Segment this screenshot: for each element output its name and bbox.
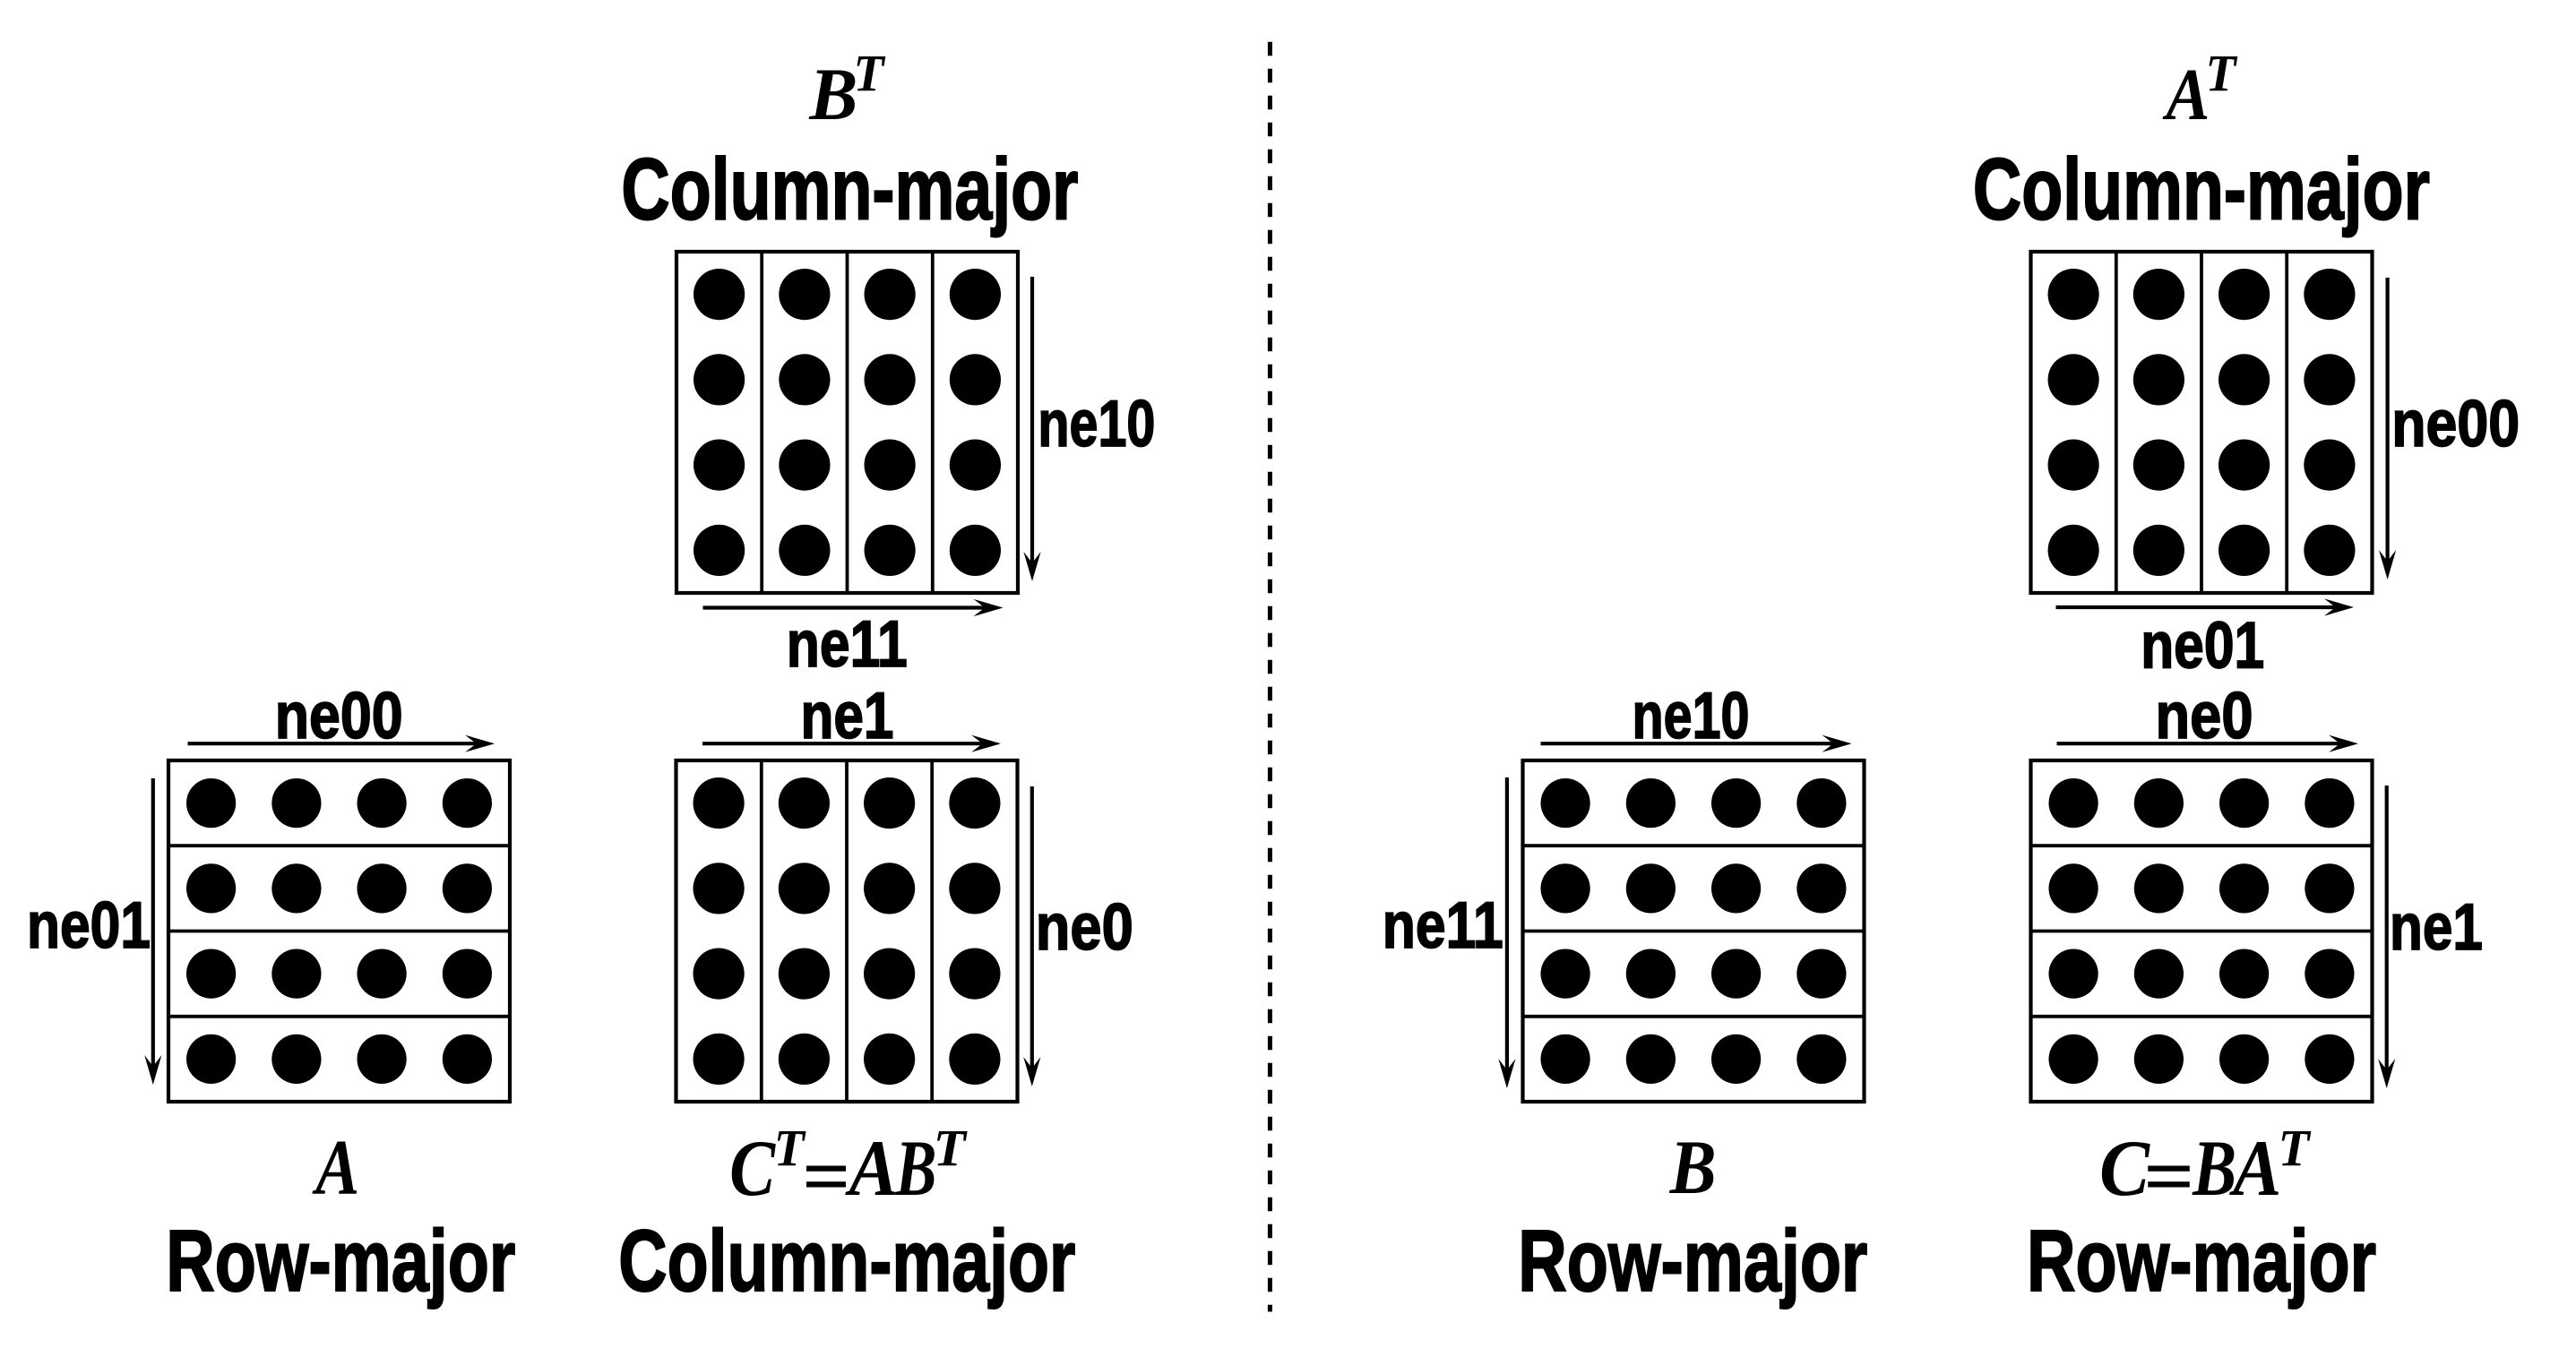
svg-text:B: B xyxy=(2192,1125,2236,1213)
svg-text:Column-major: Column-major xyxy=(618,1212,1075,1309)
svg-text:ne00: ne00 xyxy=(2391,388,2520,460)
svg-text:ne11: ne11 xyxy=(787,608,908,681)
svg-text:A: A xyxy=(2229,1125,2282,1213)
svg-text:ne0: ne0 xyxy=(2156,680,2253,752)
svg-text:B: B xyxy=(895,1125,937,1213)
svg-text:A: A xyxy=(312,1125,359,1212)
svg-text:B: B xyxy=(1669,1124,1717,1210)
svg-text:Row-major: Row-major xyxy=(1518,1212,1867,1309)
svg-text:T: T xyxy=(854,44,886,102)
svg-text:Column-major: Column-major xyxy=(1973,141,2430,238)
svg-text:ne10: ne10 xyxy=(1633,680,1750,752)
svg-text:ne1: ne1 xyxy=(2390,891,2483,964)
svg-text:T: T xyxy=(774,1119,806,1177)
svg-text:ne0: ne0 xyxy=(1036,891,1133,964)
svg-text:A: A xyxy=(2162,53,2210,135)
svg-text:T: T xyxy=(2206,44,2238,102)
svg-text:ne00: ne00 xyxy=(275,680,403,752)
svg-text:=: = xyxy=(2143,1133,2194,1221)
svg-text:B: B xyxy=(808,53,857,135)
svg-text:C: C xyxy=(2099,1125,2151,1213)
svg-text:A: A xyxy=(845,1125,899,1213)
svg-text:=: = xyxy=(802,1133,850,1221)
svg-text:ne11: ne11 xyxy=(1383,889,1503,962)
svg-text:ne10: ne10 xyxy=(1038,388,1155,460)
svg-text:ne1: ne1 xyxy=(801,680,894,752)
svg-text:ne01: ne01 xyxy=(27,889,151,962)
svg-text:Column-major: Column-major xyxy=(621,141,1078,238)
svg-text:Row-major: Row-major xyxy=(2027,1212,2376,1309)
svg-text:Row-major: Row-major xyxy=(166,1212,515,1309)
svg-text:ne01: ne01 xyxy=(2141,610,2264,683)
svg-text:C: C xyxy=(729,1125,776,1213)
svg-text:T: T xyxy=(2279,1119,2313,1177)
svg-text:T: T xyxy=(934,1119,969,1177)
